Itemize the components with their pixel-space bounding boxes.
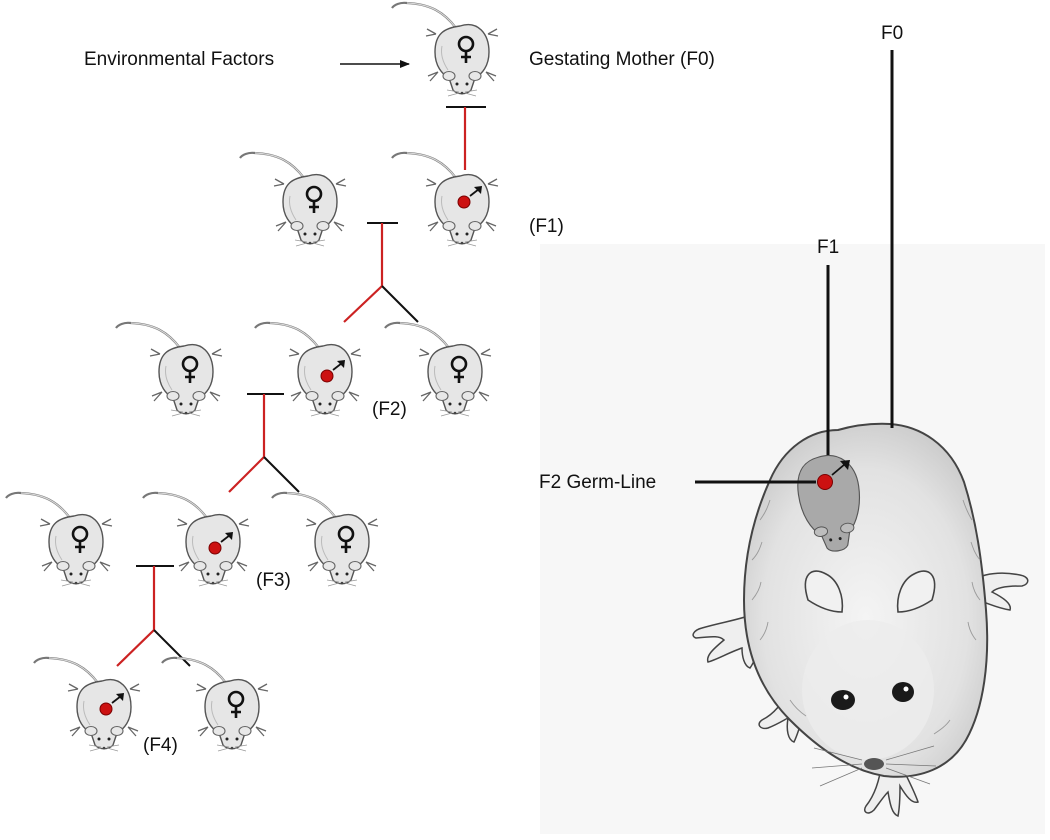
generation-f2-label: (F2) (372, 399, 407, 420)
rat-icon (253, 321, 363, 418)
male-symbol-with-red-dot-icon (817, 460, 850, 490)
whiskers (811, 745, 937, 787)
lineage-connector-f2-f3 (228, 393, 300, 493)
lineage-connector-f1-f2 (343, 222, 419, 323)
eye-icon (831, 690, 855, 710)
generation-f3-label: (F3) (256, 570, 291, 591)
ear-icon (896, 570, 936, 613)
eye-icon (892, 682, 914, 702)
nose-icon (864, 758, 884, 770)
generation-f4-label: (F4) (143, 735, 178, 756)
rat-icon (141, 491, 251, 588)
rat-icon (390, 151, 500, 248)
ear-icon (804, 570, 844, 613)
gestating-mother-label: Gestating Mother (F0) (529, 49, 715, 70)
lineage-connector-f0-f1 (446, 106, 486, 170)
rat-icon (114, 321, 224, 418)
lineage-connector-f3-f4 (116, 565, 191, 667)
inset-f2-germ-line-label: F2 Germ-Line (539, 472, 656, 493)
rat-icon (160, 656, 270, 753)
embryo-rat-icon (797, 455, 860, 552)
left-lineage: Environmental Factors Gestating Mother (… (4, 1, 715, 756)
inset-f1-label: F1 (817, 237, 839, 258)
rat-icon (238, 151, 348, 248)
environmental-factors-label: Environmental Factors (84, 49, 274, 70)
inset-f0-label: F0 (881, 23, 903, 44)
fur-shading (751, 499, 981, 735)
rat-icon (4, 491, 114, 588)
generation-f1-label: (F1) (529, 216, 564, 237)
rat-icon (390, 1, 500, 98)
rat-icon (32, 656, 142, 753)
gestating-rat-illustration: F0 F1 F2 Germ-Line (539, 23, 1045, 834)
